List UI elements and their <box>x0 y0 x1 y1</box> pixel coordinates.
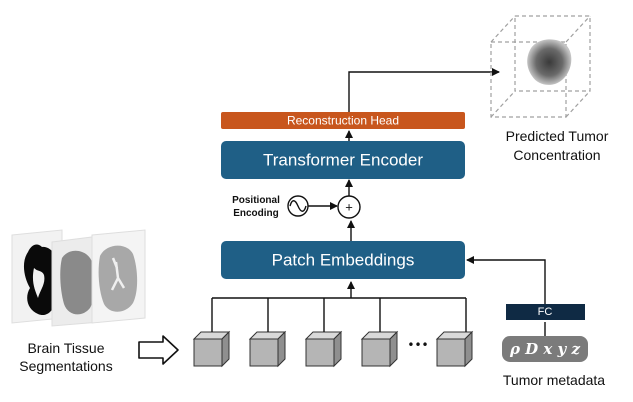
patch-embeddings-label: Patch Embeddings <box>272 251 415 270</box>
encoding-label: Encoding <box>233 208 279 219</box>
patch-cubes <box>192 330 474 368</box>
segmentations-label: Segmentations <box>19 358 112 374</box>
sine-wave-icon <box>287 195 309 217</box>
patch-cube <box>192 330 231 368</box>
brain-tissue-label: Brain Tissue <box>27 340 104 356</box>
fc-to-embeddings-arrow <box>466 256 546 304</box>
positional-label: Positional <box>232 195 280 206</box>
fc-block <box>506 304 585 320</box>
output-volume-cube <box>490 15 591 118</box>
patch-cube <box>360 330 399 368</box>
patch-cube <box>248 330 287 368</box>
sum-node: + <box>337 195 361 219</box>
fc-label: FC <box>538 306 553 318</box>
tumor-metadata-label: Tumor metadata <box>503 372 605 388</box>
transformer-encoder-label: Transformer Encoder <box>263 151 423 170</box>
sum-symbol: + <box>345 200 353 215</box>
input-arrow <box>138 335 179 365</box>
tumor-metadata-symbols: ρ D x y z <box>509 340 581 358</box>
patch-embeddings-block <box>221 241 465 279</box>
patch-cube <box>435 330 474 368</box>
reconstruction-head-block <box>221 112 465 129</box>
head-to-output-arrow <box>348 68 500 112</box>
transformer-encoder-block <box>221 141 465 179</box>
patch-bus <box>211 297 467 332</box>
concentration-label: Concentration <box>513 147 600 163</box>
reconstruction-head-label: Reconstruction Head <box>287 114 399 128</box>
patch-cube <box>304 330 343 368</box>
white-matter-mask <box>23 244 57 316</box>
predicted-tumor-label: Predicted Tumor <box>506 128 609 144</box>
gray-matter-mask <box>60 250 95 315</box>
tumor-metadata-block <box>502 336 588 362</box>
brain-segmentation-stack <box>11 229 146 327</box>
tumor-blob <box>527 39 572 85</box>
patch-ellipsis: ••• <box>407 338 428 352</box>
